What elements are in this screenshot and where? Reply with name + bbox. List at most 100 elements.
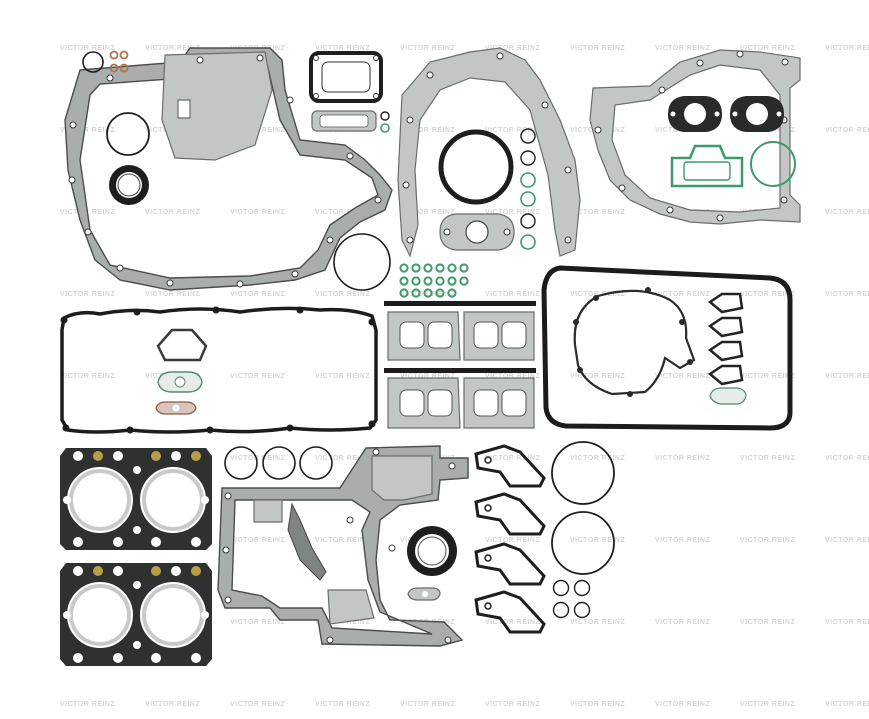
watermark-text: VICTOR REINZ [60, 291, 115, 298]
exhaust-manifold-gasket-top [384, 301, 536, 361]
watermark-text: VICTOR REINZ [825, 619, 869, 626]
watermark-text: VICTOR REINZ [655, 45, 710, 52]
watermark-text: VICTOR REINZ [825, 127, 869, 134]
watermark-text: VICTOR REINZ [230, 537, 285, 544]
watermark-text: VICTOR REINZ [230, 291, 285, 298]
watermark-text: VICTOR REINZ [400, 291, 455, 298]
pump-gasket-black [309, 51, 383, 103]
o-rings-tiny [380, 111, 390, 133]
watermark-text: VICTOR REINZ [400, 45, 455, 52]
watermark-text: VICTOR REINZ [315, 373, 370, 380]
watermark-text: VICTOR REINZ [825, 291, 869, 298]
thermostat-gasket-green [670, 144, 744, 188]
watermark-text: VICTOR REINZ [485, 455, 540, 462]
watermark-text: VICTOR REINZ [230, 619, 285, 626]
watermark-text: VICTOR REINZ [60, 127, 115, 134]
watermark-text: VICTOR REINZ [570, 373, 625, 380]
watermark-text: VICTOR REINZ [230, 455, 285, 462]
watermark-text: VICTOR REINZ [740, 373, 795, 380]
head-gasket-bottom [60, 563, 212, 666]
front-plate-gasket [217, 445, 469, 647]
o-ring-large [106, 112, 150, 156]
oil-pan-gasket [541, 265, 793, 431]
watermark-text: VICTOR REINZ [740, 291, 795, 298]
watermark-text: VICTOR REINZ [570, 209, 625, 216]
head-gasket-top [60, 448, 212, 550]
flange-gasket-black-left [668, 96, 722, 132]
watermark-text: VICTOR REINZ [315, 291, 370, 298]
watermark-text: VICTOR REINZ [485, 45, 540, 52]
o-ring-green-large [750, 141, 796, 187]
small-flange-gaskets [155, 328, 208, 415]
watermark-text: VICTOR REINZ [655, 701, 710, 708]
watermark-text: VICTOR REINZ [60, 373, 115, 380]
o-ring-small-black [82, 51, 104, 73]
crankshaft-seal-small [109, 165, 149, 205]
watermark-text: VICTOR REINZ [485, 373, 540, 380]
copper-washers [109, 50, 129, 73]
flange-gasket-black-right [730, 96, 784, 132]
watermark-text: VICTOR REINZ [400, 373, 455, 380]
watermark-text: VICTOR REINZ [485, 127, 540, 134]
valve-stem-seals [399, 263, 469, 298]
watermark-text: VICTOR REINZ [315, 455, 370, 462]
watermark-text: VICTOR REINZ [400, 127, 455, 134]
crankshaft-seal-front [407, 526, 457, 576]
watermark-text: VICTOR REINZ [485, 701, 540, 708]
o-ring-medium [333, 233, 391, 291]
watermark-text: VICTOR REINZ [655, 373, 710, 380]
watermark-text: VICTOR REINZ [825, 537, 869, 544]
watermark-text: VICTOR REINZ [570, 701, 625, 708]
watermark-text: VICTOR REINZ [655, 619, 710, 626]
watermark-text: VICTOR REINZ [740, 619, 795, 626]
watermark-text: VICTOR REINZ [825, 701, 869, 708]
watermark-text: VICTOR REINZ [145, 701, 200, 708]
watermark-text: VICTOR REINZ [60, 45, 115, 52]
watermark-text: VICTOR REINZ [655, 291, 710, 298]
watermark-text: VICTOR REINZ [570, 455, 625, 462]
watermark-text: VICTOR REINZ [740, 537, 795, 544]
o-ring-column [520, 128, 536, 250]
watermark-text: VICTOR REINZ [740, 45, 795, 52]
small-tab-gasket [407, 587, 441, 601]
watermark-text: VICTOR REINZ [485, 619, 540, 626]
triangle-gaskets [474, 444, 546, 634]
watermark-text: VICTOR REINZ [655, 455, 710, 462]
timing-cover-holes [68, 54, 382, 288]
watermark-text: VICTOR REINZ [230, 209, 285, 216]
watermark-text: VICTOR REINZ [315, 45, 370, 52]
watermark-text: VICTOR REINZ [740, 455, 795, 462]
watermark-text: VICTOR REINZ [740, 701, 795, 708]
valve-cover-gasket [60, 306, 378, 434]
watermark-text: VICTOR REINZ [315, 209, 370, 216]
flywheel-housing-gasket [397, 47, 581, 258]
watermark-text: VICTOR REINZ [825, 373, 869, 380]
exhaust-manifold-gasket-bottom [384, 368, 536, 429]
watermark-text: VICTOR REINZ [315, 537, 370, 544]
watermark-text: VICTOR REINZ [60, 701, 115, 708]
watermark-text: VICTOR REINZ [570, 45, 625, 52]
pump-gasket-thin [311, 110, 377, 132]
watermark-text: VICTOR REINZ [315, 701, 370, 708]
watermark-text: VICTOR REINZ [230, 701, 285, 708]
rear-main-seal [438, 129, 514, 205]
watermark-text: VICTOR REINZ [570, 537, 625, 544]
o-rings-small-grid [552, 579, 591, 619]
oil-pump-gasket [439, 213, 515, 251]
watermark-text: VICTOR REINZ [825, 455, 869, 462]
water-pump-gasket [573, 287, 696, 397]
watermark-text: VICTOR REINZ [400, 701, 455, 708]
watermark-text: VICTOR REINZ [230, 373, 285, 380]
watermark-text: VICTOR REINZ [655, 537, 710, 544]
watermark-text: VICTOR REINZ [825, 45, 869, 52]
watermark-text: VICTOR REINZ [485, 291, 540, 298]
o-rings-row [224, 446, 333, 480]
o-rings-large-pair [551, 441, 615, 575]
watermark-text: VICTOR REINZ [145, 291, 200, 298]
watermark-text: VICTOR REINZ [570, 291, 625, 298]
watermark-text: VICTOR REINZ [485, 209, 540, 216]
watermark-text: VICTOR REINZ [825, 209, 869, 216]
watermark-text: VICTOR REINZ [400, 209, 455, 216]
rear-cover-gasket [589, 49, 801, 225]
